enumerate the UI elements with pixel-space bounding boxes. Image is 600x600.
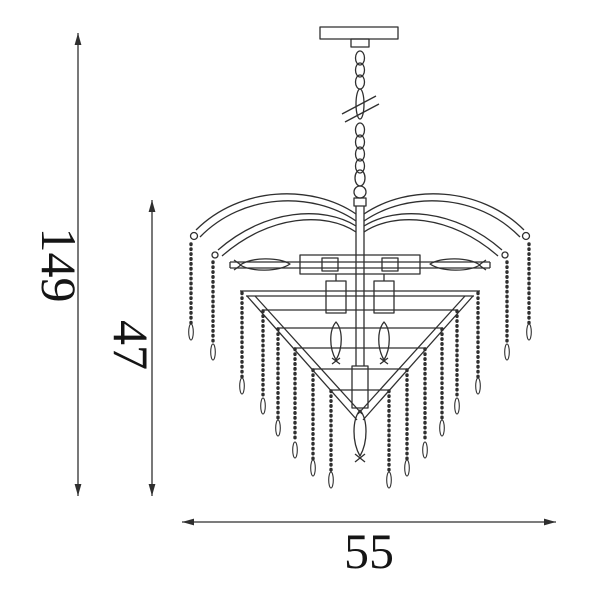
dimension-body-height: 47 <box>103 200 159 496</box>
crystal-strands-right <box>386 242 532 489</box>
v-frame <box>240 290 480 421</box>
dimension-label-body-height: 47 <box>103 320 159 370</box>
central-column <box>353 197 367 366</box>
crystal-strands-left <box>188 242 334 489</box>
chandelier-drawing <box>188 26 532 489</box>
dimension-total-height: 149 <box>31 33 87 496</box>
dimension-width: 55 <box>182 518 556 579</box>
side-bulb-left <box>239 258 291 271</box>
candle-sockets <box>325 274 395 314</box>
upper-tier-bar <box>229 254 491 275</box>
dimension-label-total-height: 149 <box>31 228 87 303</box>
dimension-label-width: 55 <box>344 523 394 579</box>
suspension-chain <box>341 50 380 199</box>
ceiling-canopy <box>319 26 399 48</box>
middle-bulbs <box>330 321 390 365</box>
bottom-candle <box>351 365 369 463</box>
arms <box>189 193 531 259</box>
side-bulb-right <box>429 258 481 271</box>
